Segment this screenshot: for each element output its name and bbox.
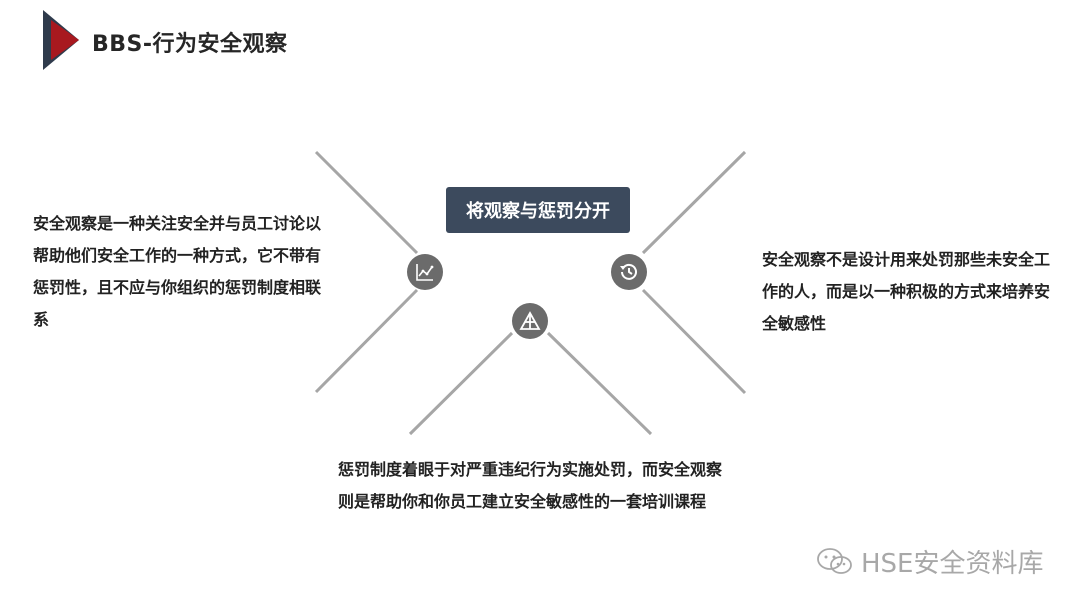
logo-icon — [43, 10, 79, 70]
triangle-icon — [519, 311, 541, 330]
bottom-point-text: 惩罚制度着眼于对严重违纪行为实施处罚，而安全观察则是帮助你和你员工建立安全敏感性… — [338, 460, 723, 511]
center-topic-box: 将观察与惩罚分开 — [446, 187, 630, 233]
history-icon — [620, 263, 637, 280]
chart-icon — [416, 264, 434, 281]
watermark-text: HSE安全资料库 — [861, 549, 1044, 579]
wechat-icon — [817, 547, 852, 574]
right-point-text: 安全观察不是设计用来处罚那些未安全工作的人，而是以一种积极的方式来培养安全敏感性 — [762, 250, 1051, 333]
triangle-icon-badge — [512, 303, 548, 339]
watermark: HSE安全资料库 — [815, 543, 1043, 580]
chart-icon-badge — [407, 254, 443, 290]
left-point-text: 安全观察是一种关注安全并与员工讨论以帮助他们安全工作的一种方式，它不带有惩罚性，… — [33, 214, 322, 329]
history-icon-badge — [611, 254, 647, 290]
page-title: BBS-行为安全观察 — [92, 32, 288, 57]
